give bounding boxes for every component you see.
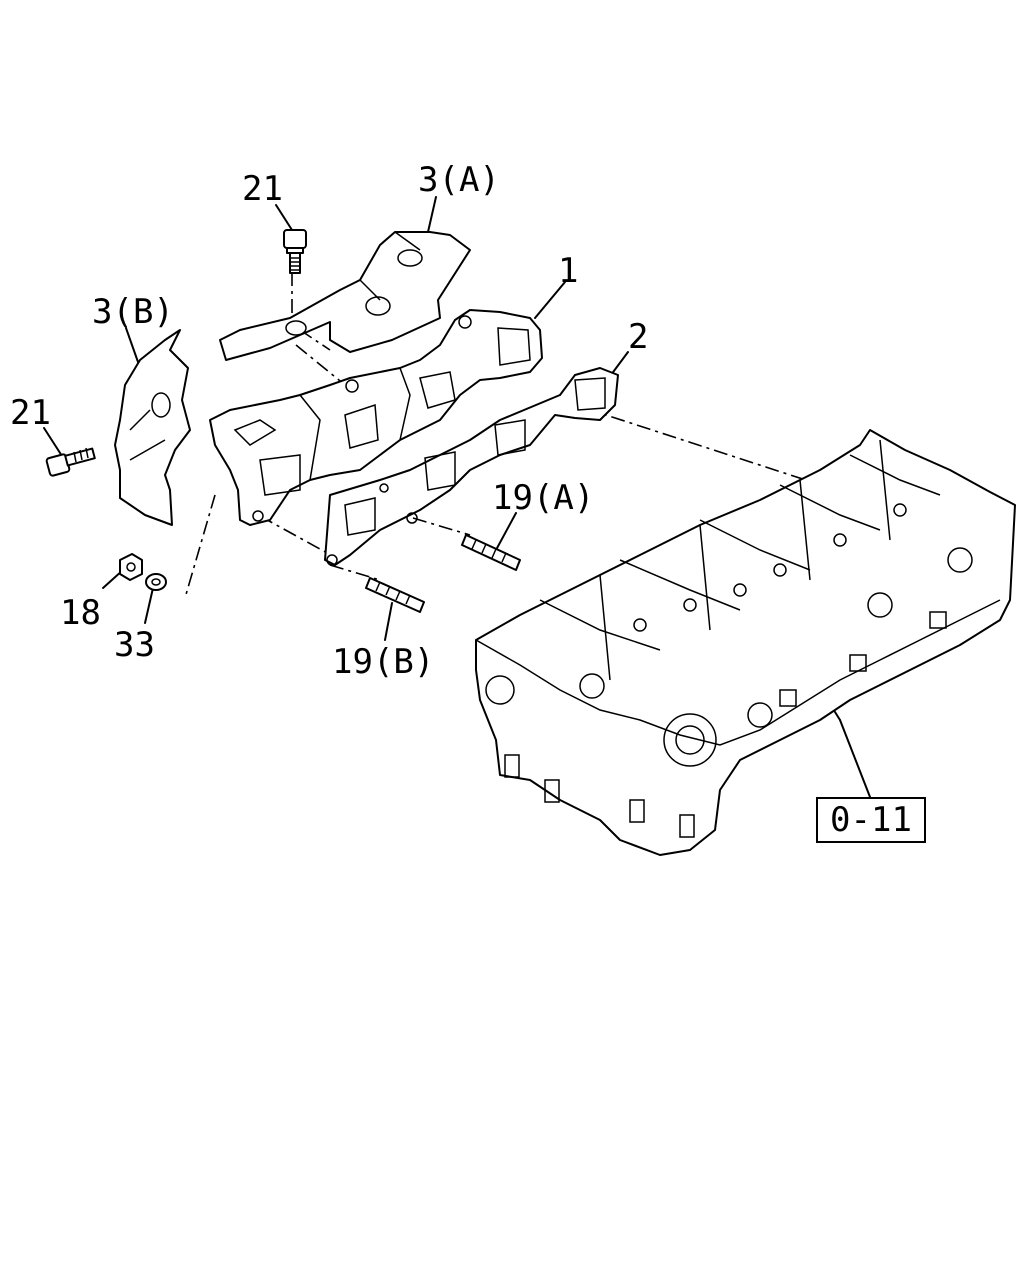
washer-icon: [145, 573, 167, 591]
label-nut: 18: [60, 593, 101, 633]
label-stud-b: 19(B): [332, 642, 435, 682]
stud-b-icon: [365, 577, 425, 613]
heat-shield-a-icon: [219, 231, 471, 361]
label-bolt-top: 21: [242, 169, 283, 209]
bolt-left-icon: [45, 447, 96, 477]
stud-a-icon: [461, 534, 521, 571]
gasket-icon: [324, 367, 619, 566]
label-washer: 33: [114, 625, 155, 665]
nut-icon: [119, 553, 143, 581]
reference-box: 0-11: [816, 797, 926, 843]
leader-lines: [43, 196, 871, 798]
label-manifold: 1: [558, 251, 579, 291]
label-stud-a: 19(A): [492, 478, 595, 518]
exhaust-manifold-icon: [209, 309, 543, 526]
reference-leader: [834, 711, 841, 721]
reference-label: 0-11: [830, 800, 912, 840]
label-heat-shield-b: 3(B): [92, 292, 174, 332]
label-gasket: 2: [628, 317, 649, 357]
label-bolt-left: 21: [10, 393, 51, 433]
label-heat-shield-a: 3(A): [418, 160, 500, 200]
cylinder-head-icon: [475, 429, 1016, 856]
bolt-top-icon: [283, 229, 307, 274]
heat-shield-b-icon: [114, 329, 191, 526]
